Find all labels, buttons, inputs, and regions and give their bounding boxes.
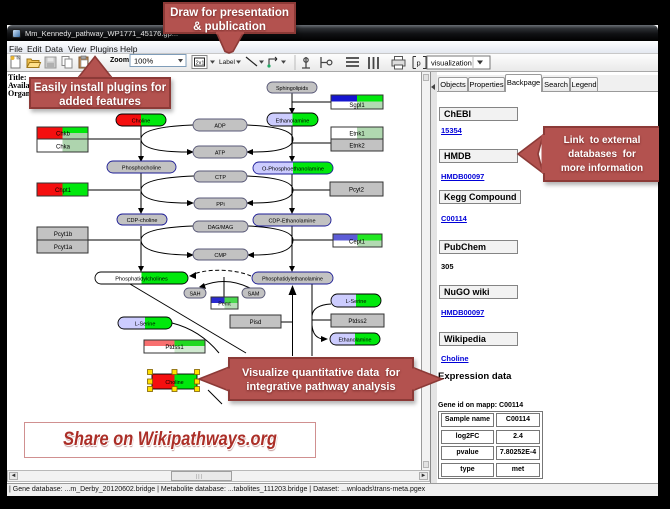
svg-text:Phosphatidylcholines: Phosphatidylcholines: [115, 277, 168, 283]
svg-text:Pcyt1a: Pcyt1a: [54, 245, 73, 251]
svg-text:Pisd: Pisd: [250, 320, 262, 326]
svg-text:Choline: Choline: [165, 380, 183, 386]
svg-text:SAM: SAM: [248, 292, 260, 298]
svg-text:L-Serine: L-Serine: [135, 322, 156, 328]
svg-text:Cept1: Cept1: [349, 240, 366, 246]
svg-text:Pcyt1b: Pcyt1b: [54, 232, 73, 238]
svg-text:Chpt1: Chpt1: [55, 188, 72, 194]
svg-text:Chka: Chka: [56, 145, 71, 151]
svg-text:Pemt: Pemt: [218, 302, 231, 308]
svg-text:2x1: 2x1: [196, 61, 205, 67]
svg-text:L-Serine: L-Serine: [346, 299, 367, 305]
svg-text:SAH: SAH: [189, 292, 200, 298]
svg-text:CMP: CMP: [214, 253, 227, 259]
svg-text:Phosphatidylethanolamine: Phosphatidylethanolamine: [262, 277, 323, 283]
svg-text:100%: 100%: [134, 57, 154, 66]
svg-text:visualization: visualization: [431, 59, 472, 68]
svg-text:DAG/MAG: DAG/MAG: [208, 225, 233, 231]
svg-text:Sphingolipids: Sphingolipids: [276, 86, 308, 92]
svg-text:Zoom:: Zoom:: [110, 57, 131, 64]
svg-text:CDP-choline: CDP-choline: [127, 218, 158, 224]
svg-text:Ptdss1: Ptdss1: [165, 345, 184, 351]
svg-text:Choline: Choline: [132, 119, 151, 125]
svg-text:Pcyt2: Pcyt2: [349, 188, 365, 194]
svg-text:Chkb: Chkb: [56, 132, 71, 138]
svg-text:Sgpl1: Sgpl1: [349, 103, 365, 109]
svg-text:O-Phosphoethanolamine: O-Phosphoethanolamine: [262, 167, 324, 173]
svg-text:Label: Label: [219, 59, 235, 66]
svg-text:Ptdss2: Ptdss2: [348, 319, 367, 325]
svg-text:CDP-Ethanolamine: CDP-Ethanolamine: [268, 219, 315, 225]
svg-text:Etnk1: Etnk1: [349, 132, 365, 138]
svg-text:ADP: ADP: [214, 124, 226, 130]
svg-text:Ethanolamine: Ethanolamine: [276, 119, 310, 125]
svg-text:Ethanolamine: Ethanolamine: [339, 338, 372, 344]
svg-text:Etnk2: Etnk2: [349, 144, 365, 150]
svg-text:p: p: [417, 59, 421, 68]
svg-text:Phosphocholine: Phosphocholine: [122, 166, 161, 172]
svg-text:CTP: CTP: [215, 175, 226, 181]
svg-text:ATP: ATP: [215, 151, 226, 157]
svg-text:PPi: PPi: [216, 202, 225, 208]
